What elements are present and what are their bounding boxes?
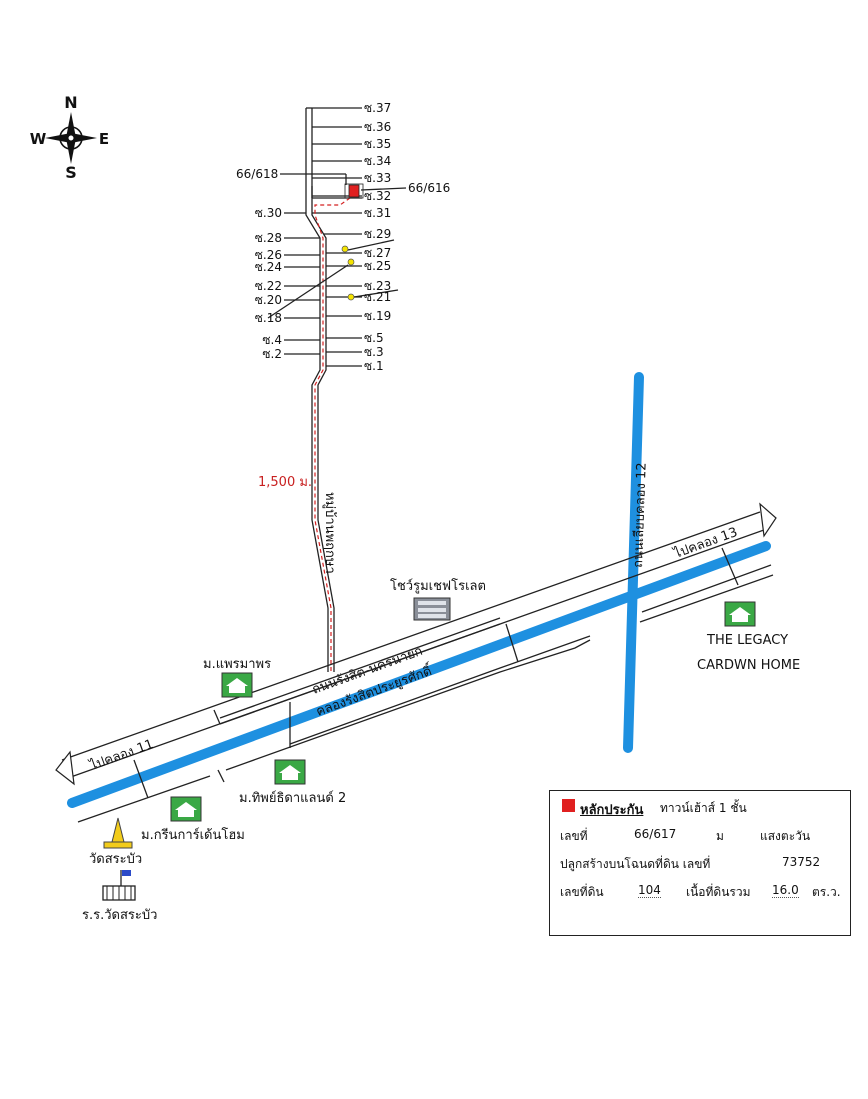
house-icon-green-garden bbox=[170, 796, 202, 822]
soi-label-right: ซ.27 bbox=[364, 246, 391, 260]
property-info-box: หลักประกัน ทาวน์เฮ้าส์ 1 ชั้น เลขที่ 66/… bbox=[549, 790, 851, 936]
soi-label-right: ซ.37 bbox=[364, 101, 391, 115]
soi-label-right: ซ.1 bbox=[364, 359, 384, 373]
school-label: ร.ร.วัดสระบัว bbox=[82, 908, 157, 923]
collateral-marker bbox=[348, 184, 360, 198]
soi-label-left: ซ.20 bbox=[255, 293, 282, 307]
area-label: เนื้อที่ดินรวม bbox=[686, 885, 751, 899]
praemaphorn-label: ม.แพรมาพร bbox=[203, 657, 271, 672]
compass-n: N bbox=[64, 93, 77, 112]
soi-label-right: ซ.32 bbox=[364, 189, 391, 203]
showroom-label: โชว์รูมเชฟโรเลต bbox=[390, 578, 486, 594]
land-no-label: เลขที่ดิน bbox=[560, 885, 604, 899]
soi-label-left: ซ.28 bbox=[255, 231, 282, 245]
house-icon-thipthida bbox=[274, 759, 306, 785]
moo-label: ม bbox=[716, 829, 724, 843]
collateral-label: หลักประกัน bbox=[580, 803, 644, 818]
soi-label-right: ซ.35 bbox=[364, 137, 391, 151]
house-icon-legacy bbox=[724, 601, 756, 627]
soi-label-left: ซ.26 bbox=[255, 248, 282, 262]
soi-label-right: ซ.36 bbox=[364, 120, 391, 134]
showroom-building-icon bbox=[413, 597, 451, 621]
soi-label-right: ซ.3 bbox=[364, 345, 384, 359]
soi-lines-left bbox=[284, 212, 320, 355]
road-label-klong-11: ไปคลอง 11 bbox=[87, 736, 156, 774]
area-value: 16.0 bbox=[772, 883, 799, 898]
deed-number: 73752 bbox=[782, 855, 821, 869]
temple-label: วัดสระบัว bbox=[89, 852, 142, 867]
compass-s: S bbox=[65, 163, 77, 182]
soi-label-right: ซ.31 bbox=[364, 206, 391, 220]
distance-label: 1,500 ม. bbox=[258, 475, 312, 490]
soi-label-left: ซ.30 bbox=[255, 206, 282, 220]
compass-rose: N S E W bbox=[30, 93, 109, 182]
land-no-value: 104 bbox=[638, 883, 661, 898]
house-number-right: 66/616 bbox=[408, 181, 450, 195]
main-canal bbox=[67, 541, 771, 808]
soi-label-left: ซ.24 bbox=[255, 260, 282, 274]
canal-12-road-label: ถนนเลียบคลอง 12 bbox=[630, 462, 650, 568]
rangsit-nakhonnayok-road bbox=[55, 502, 777, 786]
compass-w: W bbox=[30, 130, 47, 148]
soi-label-right: ซ.23 bbox=[364, 279, 391, 293]
moo-value: แสงตะวัน bbox=[760, 829, 811, 843]
soi-lines-right bbox=[312, 107, 362, 367]
property-number: 66/617 bbox=[634, 827, 677, 841]
soi-label-right: ซ.29 bbox=[364, 227, 391, 241]
village-road-label: หมู่บ้านพฤกษา bbox=[322, 492, 337, 574]
soi-label-left: ซ.22 bbox=[255, 279, 282, 293]
green-garden-label: ม.กรีนการ์เด้นโฮม bbox=[141, 827, 245, 843]
soi-label-right: ซ.5 bbox=[364, 331, 384, 345]
point-dot bbox=[341, 245, 349, 253]
soi-labels-left: ซ.30 ซ.28 ซ.26ซ.24 ซ.22ซ.20 ซ.18 ซ.4ซ.2 bbox=[255, 206, 282, 361]
point-dot bbox=[347, 293, 355, 301]
point-dot bbox=[347, 258, 355, 266]
number-label: เลขที่ bbox=[560, 829, 588, 843]
legacy-label-1: THE LEGACY bbox=[706, 633, 788, 648]
soi-labels-right: ซ.37 ซ.36 ซ.35 ซ.34 ซ.33 ซ.32 ซ.31 ซ.29 ซ.27ซ.25… bbox=[364, 101, 391, 373]
legacy-label-2: CARDWN HOME bbox=[697, 658, 800, 673]
soi-label-left: ซ.2 bbox=[262, 347, 282, 361]
soi-label-right: ซ.25 bbox=[364, 259, 391, 273]
soi-label-right: ซ.34 bbox=[364, 154, 391, 168]
soi-label-right: ซ.19 bbox=[364, 309, 391, 323]
soi-label-left: ซ.18 bbox=[255, 311, 282, 325]
canal-12 bbox=[623, 372, 644, 753]
thipthida-label: ม.ทิพย์ธิดาแลนด์ 2 bbox=[239, 790, 346, 806]
school-icon bbox=[102, 870, 136, 901]
property-type: ทาวน์เฮ้าส์ 1 ชั้น bbox=[660, 801, 747, 815]
house-number-left: 66/618 bbox=[236, 167, 278, 181]
soi-label-right: ซ.33 bbox=[364, 171, 391, 185]
route-line bbox=[314, 197, 351, 672]
area-unit: ตร.ว. bbox=[812, 885, 841, 899]
house-icon-praemaphorn bbox=[221, 672, 253, 698]
temple-icon bbox=[103, 817, 133, 849]
soi-label-left: ซ.4 bbox=[262, 333, 282, 347]
collateral-marker-legend bbox=[562, 799, 575, 812]
deed-label: ปลูกสร้างบนโฉนดที่ดิน เลขที่ bbox=[560, 857, 711, 871]
compass-e: E bbox=[99, 130, 109, 148]
soi-label-right: ซ.21 bbox=[364, 290, 391, 304]
village-main-road bbox=[305, 107, 335, 672]
